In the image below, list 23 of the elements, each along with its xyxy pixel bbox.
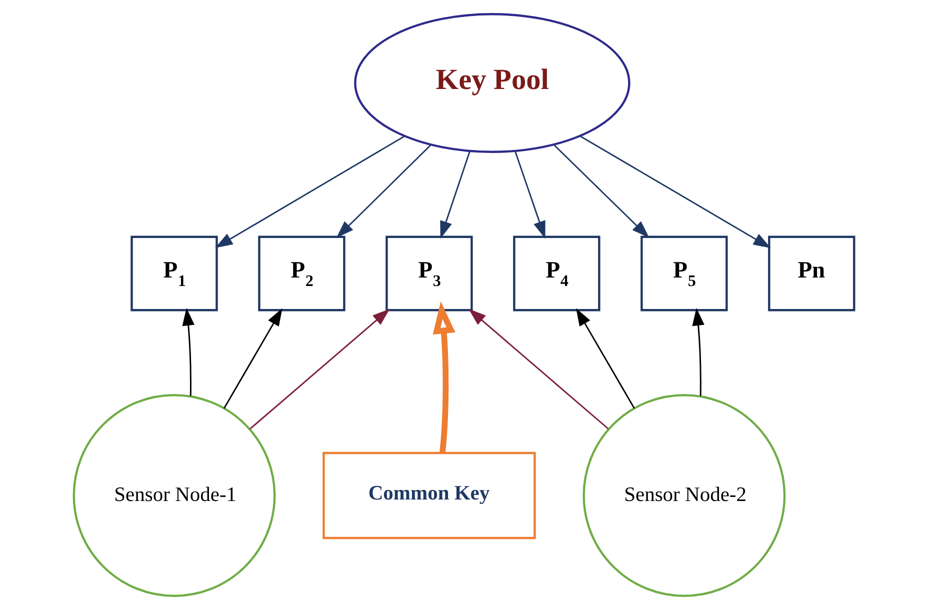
node-box: Pn	[768, 236, 855, 312]
arrow	[336, 144, 431, 238]
node-box: P$_{5}$	[640, 236, 728, 312]
arrow	[440, 150, 470, 239]
node-box: P$_{4}$	[512, 236, 600, 312]
node-circle: Sensor Node-1	[72, 394, 276, 597]
arrow	[249, 308, 390, 430]
arrow	[214, 136, 404, 248]
arrow	[468, 308, 608, 430]
arrow	[579, 135, 770, 248]
arrow	[222, 308, 282, 409]
node-box: P$_{3}$	[385, 236, 472, 312]
node-box: Common Key	[322, 452, 536, 540]
arrow	[514, 150, 545, 239]
node-circle: Sensor Node-2	[582, 394, 786, 597]
arrow	[432, 301, 455, 454]
arrow	[576, 308, 634, 409]
node-box: P$_{1}$	[130, 236, 218, 312]
arrow	[552, 144, 649, 238]
arrow	[692, 308, 704, 396]
node-box: P$_{2}$	[258, 236, 345, 312]
node-ellipse: Key Pool	[354, 13, 630, 153]
arrow	[182, 308, 194, 396]
